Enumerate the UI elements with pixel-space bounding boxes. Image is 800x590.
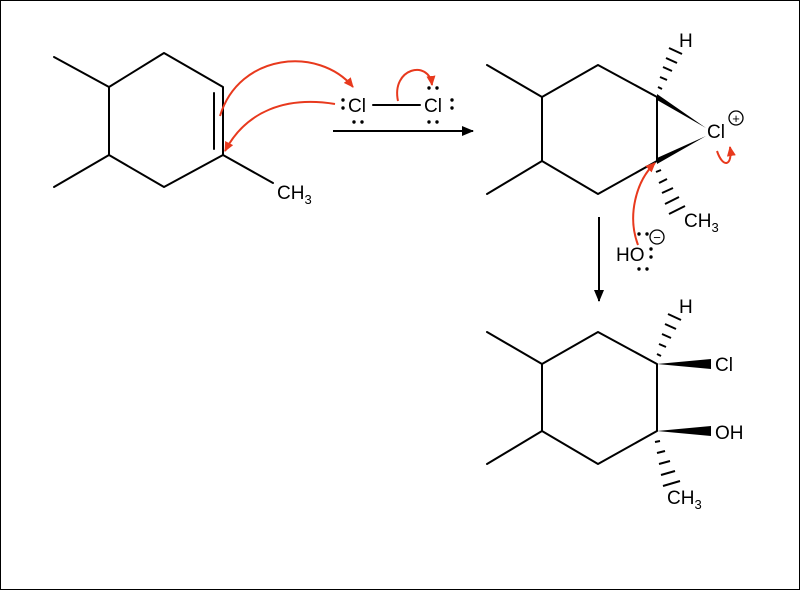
curly-arrow-ring-opening xyxy=(716,146,736,164)
product-hash-methyl xyxy=(654,440,681,487)
hydroxide-charge-ring xyxy=(649,229,665,245)
intermediate-methyl-top xyxy=(486,64,543,98)
curly-arrows xyxy=(219,60,736,246)
product-hash-h xyxy=(656,313,682,357)
hydroxide-nucleophile: HO − xyxy=(616,229,665,271)
hydroxide-label: HO xyxy=(616,245,645,266)
reactant-methyl-top xyxy=(53,56,110,88)
intermediate-ring xyxy=(541,64,658,195)
wedge-to-cl-top xyxy=(657,94,706,128)
reactant-methyl-label: CH3 xyxy=(277,183,312,207)
curly-arrow-hydroxide-attack xyxy=(632,162,656,246)
product-wedge-oh xyxy=(657,426,711,436)
cl-right-label: Cl xyxy=(424,96,442,117)
curly-arrow-cl-lonepair-to-carbon xyxy=(224,100,336,152)
product-wedge-cl xyxy=(657,359,711,369)
intermediate-methyl-label: CH3 xyxy=(684,211,719,235)
product-oh-label: OH xyxy=(715,423,744,444)
chloronium-charge: + xyxy=(732,111,740,126)
reactant-molecule: CH3 xyxy=(53,52,312,207)
product-methyl-label: CH3 xyxy=(667,488,702,512)
product-methyl-top xyxy=(486,331,543,365)
chloronium-intermediate: H CH3 Cl + xyxy=(486,31,744,235)
hash-bond-h xyxy=(657,47,683,90)
hydroxide-charge: − xyxy=(653,230,661,245)
product-h-label: H xyxy=(679,297,693,318)
hash-bond-methyl xyxy=(655,169,686,215)
intermediate-methyl-bottom xyxy=(486,160,543,195)
product-cl-label: Cl xyxy=(715,355,733,376)
chloronium-label: Cl xyxy=(707,122,725,143)
curly-arrow-cl-cl-heterolysis xyxy=(396,68,436,102)
product-ring xyxy=(541,331,658,465)
reactant-methyl-bottom xyxy=(53,154,110,188)
cl-left-label: Cl xyxy=(348,96,366,117)
product-methyl-bottom xyxy=(486,430,543,465)
chloronium-charge-ring xyxy=(728,110,744,126)
intermediate-h-label: H xyxy=(679,31,693,52)
reactant-methyl-bond xyxy=(222,154,274,184)
chlorine-reagent: Cl Cl xyxy=(341,86,454,124)
reactant-ring xyxy=(108,52,224,188)
wedge-to-cl-bottom xyxy=(657,136,706,164)
curly-arrow-pi-to-cl xyxy=(219,60,354,117)
product-molecule: Cl OH H CH3 xyxy=(486,297,744,512)
